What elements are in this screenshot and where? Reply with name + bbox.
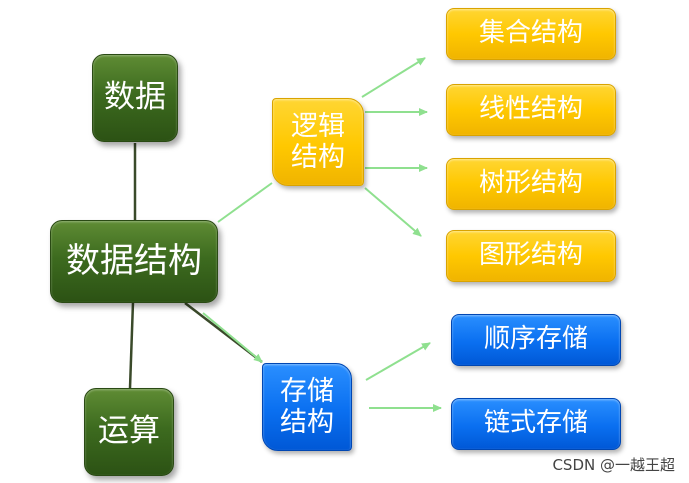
node-storage-structure-line1: 存储 [280,375,334,407]
node-data: 数据 [92,54,178,142]
node-logical-structure: 逻辑 结构 [272,98,364,186]
arrow-root-logical [217,182,273,223]
node-data-structure-label: 数据结构 [66,240,202,281]
watermark: CSDN @一越王超 [552,456,675,474]
leaf-linear-structure-label: 线性结构 [478,94,583,125]
leaf-tree-structure-label: 树形结构 [478,168,583,199]
node-operation-label: 运算 [98,413,160,450]
arrow-logical-set [361,57,426,98]
node-data-label: 数据 [104,79,166,116]
leaf-linked-storage: 链式存储 [451,398,621,450]
arrow-root-storage [202,312,263,363]
node-storage-structure: 存储 结构 [262,363,352,451]
leaf-linked-storage-label: 链式存储 [483,408,588,439]
node-storage-structure-line2: 结构 [280,407,334,438]
node-operation: 运算 [84,388,174,476]
leaf-set-structure-label: 集合结构 [478,18,583,49]
leaf-sequential-storage: 顺序存储 [451,314,621,366]
leaf-tree-structure: 树形结构 [446,158,616,210]
node-data-structure: 数据结构 [50,220,218,303]
leaf-graph-structure-label: 图形结构 [478,240,583,271]
node-logical-structure-line1: 逻辑 [291,110,345,142]
arrow-logical-graph [364,187,422,237]
leaf-graph-structure: 图形结构 [446,230,616,282]
node-logical-structure-line2: 结构 [291,142,345,173]
connector-root-operation [128,301,135,389]
arrow-storage-sequential [365,342,431,381]
leaf-set-structure: 集合结构 [446,8,616,60]
leaf-linear-structure: 线性结构 [446,84,616,136]
leaf-sequential-storage-label: 顺序存储 [483,324,588,355]
